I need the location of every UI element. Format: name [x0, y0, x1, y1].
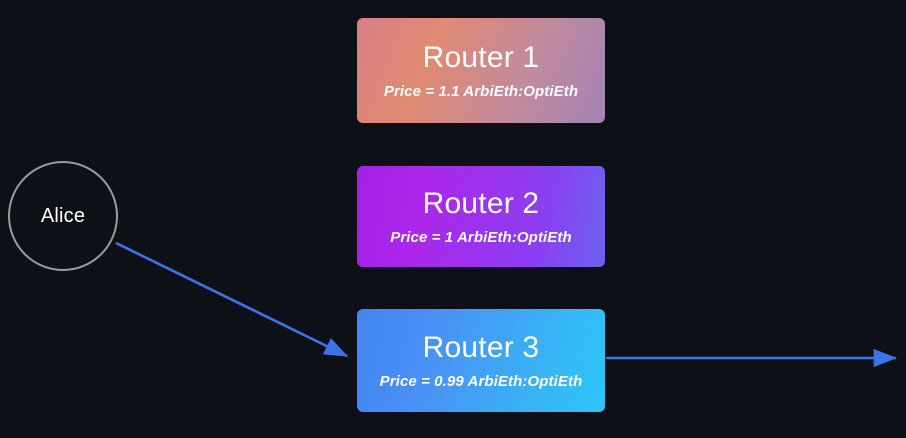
router-3-price: Price = 0.99 ArbiEth:OptiEth [379, 372, 583, 390]
router-node-1[interactable]: Router 1 Price = 1.1 ArbiEth:OptiEth [357, 18, 605, 123]
router-3-title: Router 3 [422, 330, 540, 364]
node-alice[interactable]: Alice [8, 161, 118, 271]
node-alice-label: Alice [40, 205, 86, 227]
router-1-price: Price = 1.1 ArbiEth:OptiEth [383, 82, 579, 100]
router-2-title: Router 2 [422, 186, 540, 220]
router-1-title: Router 1 [422, 40, 540, 74]
router-2-price: Price = 1 ArbiEth:OptiEth [390, 228, 572, 246]
router-node-2[interactable]: Router 2 Price = 1 ArbiEth:OptiEth [357, 166, 605, 267]
router-node-3[interactable]: Router 3 Price = 0.99 ArbiEth:OptiEth [357, 309, 605, 412]
edge-alice-to-router-3 [115, 241, 348, 358]
